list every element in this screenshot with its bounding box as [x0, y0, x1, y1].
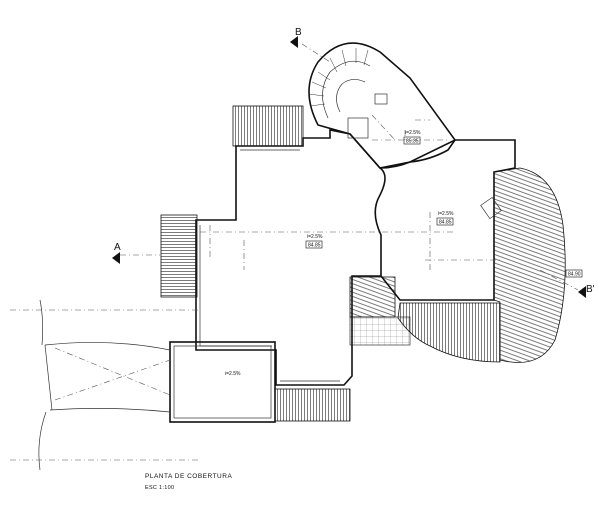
stair-slope-lines: [371, 114, 448, 141]
section-b-label: B: [295, 27, 302, 38]
drawing-scale: ESC 1:100: [145, 485, 175, 491]
terrace-middle-hatch: [349, 276, 396, 318]
main-level-label: 84.85: [308, 243, 321, 249]
terrace-south-hatch: [274, 388, 351, 422]
east-skylight: [480, 196, 502, 220]
main-slope-label: i=2.5%: [307, 234, 323, 240]
stair-opening: [347, 117, 369, 139]
drawing-title: PLANTA DE COBERTURA: [145, 473, 233, 480]
stair-tower-inner-curve: [322, 60, 371, 119]
section-b-prime-label: B': [586, 284, 595, 295]
main-roof-inner-outline: [199, 149, 340, 382]
lower-room-outline: [169, 341, 276, 423]
side-level-box: [565, 269, 583, 278]
section-a-arrow: [112, 252, 120, 264]
east-slope-label: i=2.5%: [438, 211, 454, 217]
terrace-southeast-hatch: [397, 302, 501, 363]
lower-slope-label: i=2.5%: [225, 371, 241, 377]
east-level-box: [436, 217, 454, 226]
stair-tower-outline: [308, 42, 456, 169]
stair-level-box: [403, 136, 421, 145]
access-path: [10, 299, 200, 471]
section-b-line: [301, 43, 331, 63]
stair-slope-label: i=2.5%: [405, 130, 421, 136]
section-a-label: A: [114, 242, 121, 253]
stair-level-label: 85.35: [406, 139, 419, 145]
section-b-prime-line: [539, 269, 579, 291]
section-b-prime-arrow: [578, 286, 586, 298]
stair-skylight: [374, 93, 388, 105]
paved-grid-area: [349, 316, 411, 346]
section-b-arrow: [290, 36, 298, 48]
stair-inner-curve: [336, 79, 366, 113]
axis-lines: [200, 119, 500, 272]
main-level-box: [305, 240, 323, 249]
main-roof-outline: [195, 129, 386, 386]
terrace-east-curved-hatch: [493, 167, 566, 363]
terrace-north-hatch: [232, 105, 304, 147]
side-level-label: 84.90: [568, 272, 581, 278]
terrace-west-hatch: [160, 214, 198, 298]
lower-room-inner: [173, 345, 272, 419]
east-level-label: 84.85: [439, 220, 452, 226]
stair-steps: [308, 48, 369, 107]
